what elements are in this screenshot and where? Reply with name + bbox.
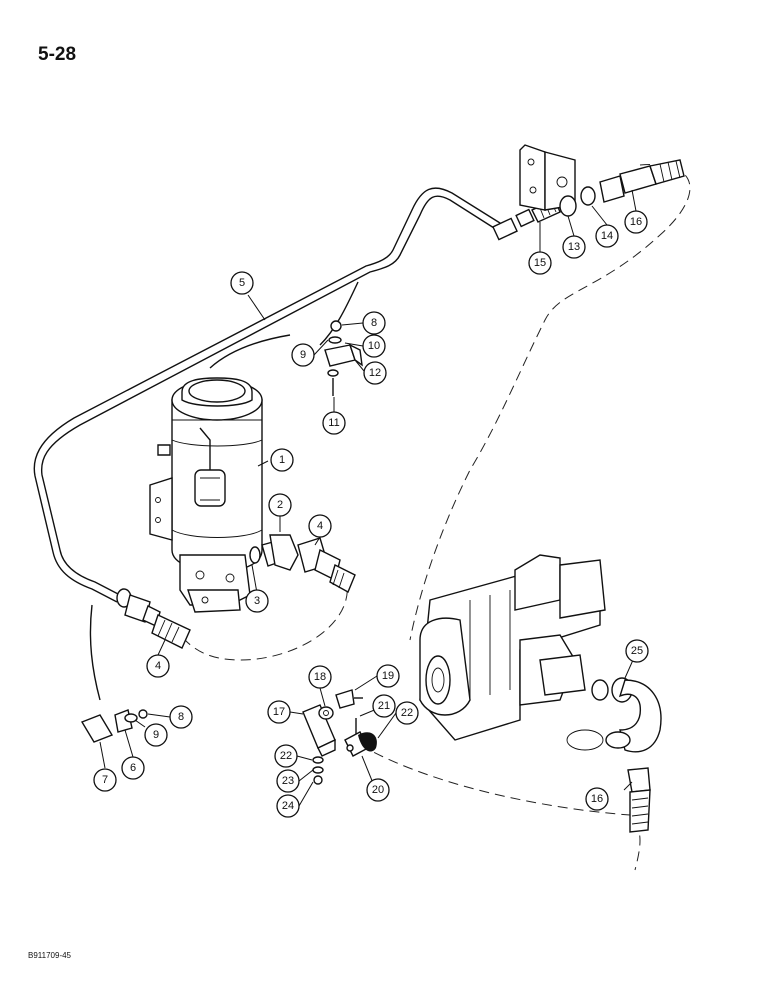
steel-tube-assembly [33,187,509,603]
hose-fitting-16-upper [599,159,685,203]
hydraulic-pump-assembly [419,554,609,751]
callout-8-upper: 8 [362,311,386,335]
svg-text:8: 8 [371,317,377,329]
svg-text:9: 9 [153,729,159,741]
callout-22-right: 22 [395,701,419,725]
svg-text:13: 13 [568,241,580,253]
svg-text:22: 22 [280,750,292,762]
callout-23: 23 [276,769,300,793]
callout-24: 24 [276,794,300,818]
svg-text:25: 25 [631,645,643,657]
hose-fitting-4-right [297,537,356,593]
svg-text:20: 20 [372,784,384,796]
washer-14 [580,186,596,206]
callout-4-right: 4 [308,514,332,538]
svg-text:4: 4 [155,660,161,672]
svg-text:4: 4 [317,520,323,532]
callout-1: 1 [270,448,294,472]
svg-text:16: 16 [630,216,642,228]
callout-6: 6 [121,756,145,780]
callout-20: 20 [366,778,390,802]
callout-14: 14 [595,224,619,248]
clip-assembly-lower-left [80,709,148,743]
mounting-bracket-13 [519,144,577,217]
callout-21: 21 [372,694,396,718]
svg-text:14: 14 [601,230,613,242]
callout-8-lower: 8 [169,705,193,729]
callout-12: 12 [363,361,387,385]
page-number: 5-28 [38,44,77,65]
svg-text:15: 15 [534,257,546,269]
svg-text:19: 19 [382,670,394,682]
svg-text:11: 11 [328,417,339,429]
callout-22-left: 22 [274,744,298,768]
callout-11: 11 [322,411,346,435]
callout-5: 5 [230,271,254,295]
svg-text:2: 2 [277,499,283,511]
pointer-arc-tube [319,281,359,346]
leader-lines [99,189,638,807]
svg-text:12: 12 [369,367,381,379]
svg-text:24: 24 [282,800,294,812]
svg-text:6: 6 [130,762,136,774]
svg-text:18: 18 [314,671,326,683]
svg-text:3: 3 [254,595,260,607]
callout-7: 7 [93,768,117,792]
svg-text:8: 8 [178,711,184,723]
callout-4-left: 4 [146,654,170,678]
svg-text:17: 17 [273,706,285,718]
hose-clamp-20 [344,718,377,757]
callout-16-lower: 16 [585,787,609,811]
elbow-fitting-2 [249,534,299,571]
callout-13: 13 [562,235,586,259]
callout-3: 3 [245,589,269,613]
svg-text:23: 23 [282,775,294,787]
callout-2: 2 [268,493,292,517]
svg-text:22: 22 [401,707,413,719]
callout-25: 25 [625,639,649,663]
hose-elbow-25 [605,677,662,753]
callout-19: 19 [376,664,400,688]
callout-18: 18 [308,665,332,689]
svg-text:7: 7 [102,774,108,786]
hose-fitting-16-lower [627,767,651,833]
callout-15: 15 [528,251,552,275]
callout-9-upper: 9 [291,343,315,367]
pointer-arc-upper [209,334,291,369]
svg-text:21: 21 [378,700,390,712]
svg-text:1: 1 [279,454,285,466]
pointer-arc-lower [89,604,101,701]
bracket-assembly-17 [302,689,363,785]
callout-9-lower: 9 [144,723,168,747]
callout-17: 17 [267,700,291,724]
callout-16-upper: 16 [624,210,648,234]
figure-reference-code: B911709-45 [28,951,71,960]
hose-routing-dashed-lines [184,164,691,871]
motor-assembly [149,377,263,613]
svg-text:10: 10 [368,340,380,352]
hose-fitting-4-left [116,588,191,649]
svg-text:16: 16 [591,793,603,805]
svg-text:9: 9 [300,349,306,361]
callout-10: 10 [362,334,386,358]
svg-text:5: 5 [239,277,245,289]
